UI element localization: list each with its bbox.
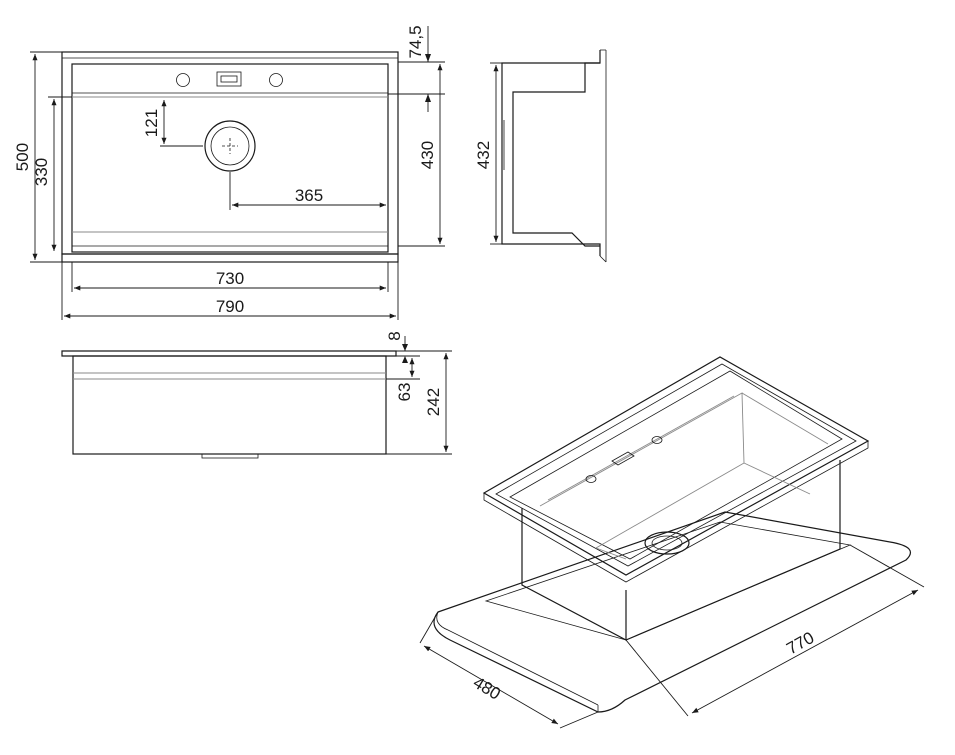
iso-drain-icon (644, 531, 690, 555)
iso-overflow-slot-icon (611, 451, 635, 466)
side-view: 432 (474, 49, 607, 263)
drain-inner-icon (210, 126, 250, 166)
dim-label-770: 770 (783, 628, 817, 658)
dim-label-330: 330 (32, 158, 51, 186)
iso-tap-hole-right-icon (651, 436, 663, 444)
top-view: 121 365 500 330 74,5 430 730 (13, 25, 445, 320)
sink-body (521, 508, 627, 641)
isometric-view: 770 480 (419, 356, 925, 729)
dim-label-8: 8 (385, 331, 404, 340)
drain-outer-icon (204, 120, 256, 172)
dim-label-121: 121 (142, 109, 161, 137)
tap-hole-right-icon (269, 73, 283, 87)
front-view-body (72, 355, 387, 455)
dim-label-730: 730 (216, 269, 244, 288)
front-view-rim (61, 350, 397, 357)
dim-label-500: 500 (13, 143, 32, 171)
tap-hole-left-icon (176, 73, 190, 87)
dim-label-242: 242 (424, 388, 443, 416)
dim-label-430: 430 (418, 141, 437, 169)
dim-label-74-5: 74,5 (406, 25, 425, 58)
dim-label-480: 480 (470, 673, 504, 704)
top-view-front-ledge (61, 253, 399, 263)
iso-tap-hole-left-icon (585, 475, 597, 483)
top-view-bowl (71, 63, 389, 253)
front-view: 8 63 242 (61, 331, 452, 459)
dim-label-365: 365 (295, 186, 323, 205)
sink-bowl-inner (509, 370, 843, 560)
overflow-slot-icon (216, 71, 242, 87)
dim-label-432: 432 (474, 141, 493, 169)
worktop-slab (433, 511, 911, 713)
dim-label-63: 63 (395, 383, 414, 402)
dim-label-790: 790 (216, 297, 244, 316)
